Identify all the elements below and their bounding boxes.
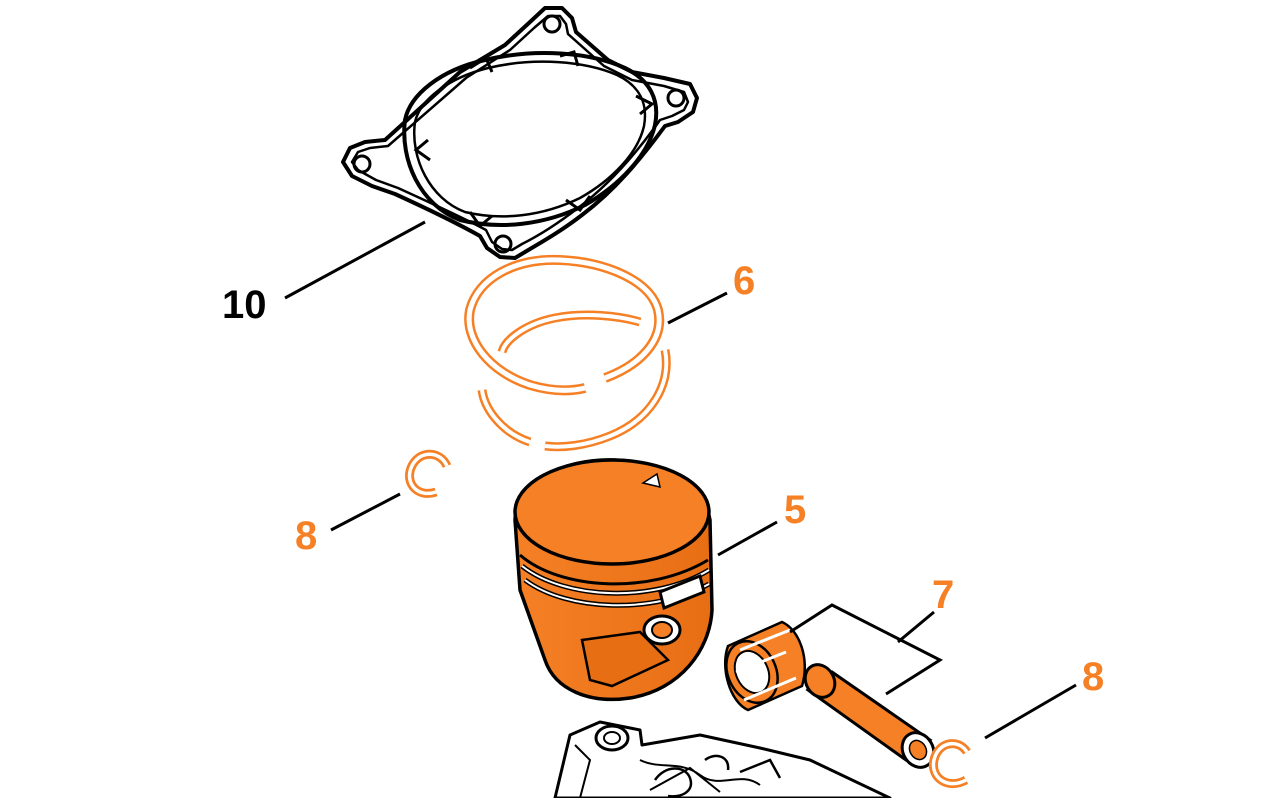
callout-label-8-right: 8	[1082, 655, 1104, 699]
callout-label-10: 10	[222, 283, 267, 327]
leader-line-7	[897, 610, 935, 644]
leader-line-8-right	[984, 683, 1077, 740]
leader-lines	[284, 220, 1077, 740]
leader-line-6	[667, 291, 728, 325]
callout-label-8-left: 8	[295, 514, 317, 558]
leader-bracket-7	[789, 603, 944, 696]
circlip-right	[929, 739, 971, 789]
cylinder-gasket	[341, 6, 699, 260]
needle-bearing	[723, 620, 807, 712]
piston-rings	[464, 254, 671, 452]
leader-line-10	[284, 220, 426, 300]
piston-pin	[803, 663, 936, 769]
leader-line-5	[717, 520, 778, 557]
leader-line-8-left	[330, 492, 401, 532]
crankcase	[553, 720, 892, 798]
callout-labels: 10 6 5 8 7 8	[222, 259, 1104, 699]
piston	[513, 458, 714, 702]
circlip-left	[405, 449, 452, 498]
callout-label-5: 5	[784, 488, 806, 532]
callout-label-7: 7	[932, 573, 954, 617]
callout-label-6: 6	[733, 259, 755, 303]
